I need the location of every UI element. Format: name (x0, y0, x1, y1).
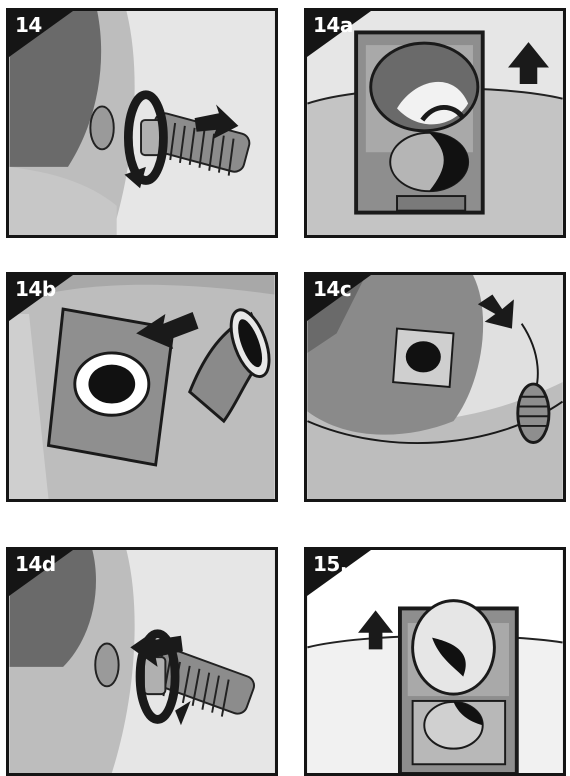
step-label: 15. (313, 552, 347, 576)
step-label: 14c (313, 277, 351, 301)
step-14c-illustration (307, 275, 563, 499)
step-14a-panel: 14a (304, 8, 566, 238)
step-14-panel: 14 (6, 8, 278, 238)
step-14b-panel: 14b (6, 272, 278, 502)
step-15-panel: 15. (304, 547, 566, 776)
step-14-illustration (9, 11, 275, 235)
step-label: 14b (15, 277, 56, 301)
step-label: 14a (313, 13, 353, 37)
step-label: 14d (15, 552, 56, 576)
step-14d-panel: 14d (6, 547, 278, 776)
step-14b-illustration (9, 275, 275, 499)
step-14a-illustration (307, 11, 563, 235)
step-15-illustration (307, 550, 563, 773)
step-label: 14 (15, 13, 42, 37)
step-14c-panel: 14c (304, 272, 566, 502)
step-14d-illustration (9, 550, 275, 773)
